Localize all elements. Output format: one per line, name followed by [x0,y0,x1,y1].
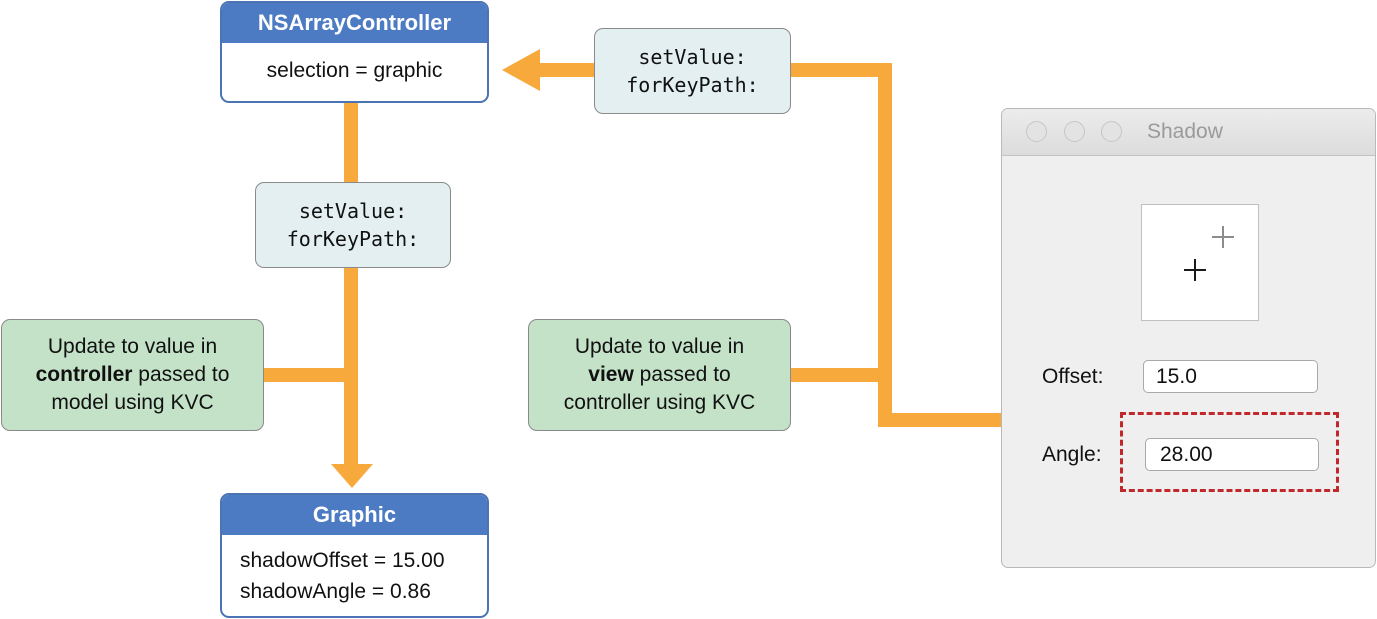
method-box-model: setValue: forKeyPath: [255,182,451,268]
method-setvalue: setValue: [298,199,408,223]
shadow-preview[interactable] [1141,204,1259,321]
connector-vertical-right [878,63,892,427]
connector-controller-to-model [344,102,358,464]
note-line-2: view passed to [588,361,730,389]
graphic-shadow-offset: shadowOffset = 15.00 [240,549,445,572]
note-line-2-rest: passed to [633,363,731,386]
angle-field-highlight [1120,412,1339,492]
connector-note-view [790,368,885,382]
angle-label: Angle: [1042,443,1102,466]
controller-title: NSArrayController [222,3,487,43]
arrowhead-left [502,49,540,91]
minimize-window-button[interactable] [1064,121,1085,142]
crosshair-icon [1212,226,1234,248]
note-emphasis: view [588,363,634,386]
arrowhead-down [331,464,373,488]
note-controller-to-model: Update to value in controller passed to … [1,319,264,431]
note-line-3: controller using KVC [563,391,756,414]
offset-field[interactable]: 15.0 [1143,360,1318,393]
close-window-button[interactable] [1026,121,1047,142]
connector-note-controller [263,368,351,382]
graphic-properties: shadowOffset = 15.00 shadowAngle = 0.86 [222,535,487,607]
zoom-window-button[interactable] [1101,121,1122,142]
note-line-1: Update to value in [574,335,745,358]
controller-box: NSArrayController selection = graphic [220,1,489,103]
method-forkeypath: forKeyPath: [626,73,759,97]
window-title: Shadow [1147,120,1223,143]
note-line-3: model using KVC [51,391,214,414]
shadow-window: Shadow Offset: 15.0 Angle: 28.00 [1001,108,1376,568]
angle-field[interactable]: 28.00 [1145,438,1319,471]
method-box-controller: setValue: forKeyPath: [594,28,791,114]
graphic-box: Graphic shadowOffset = 15.00 shadowAngle… [220,493,489,618]
crosshair-icon [1184,259,1206,281]
note-line-2: controller passed to [36,361,230,389]
controller-selection: selection = graphic [266,59,443,82]
note-emphasis: controller [35,363,133,386]
window-titlebar[interactable]: Shadow [1002,109,1375,156]
graphic-title: Graphic [222,495,487,535]
note-line-2-rest: passed to [132,363,230,386]
method-forkeypath: forKeyPath: [286,227,420,251]
graphic-shadow-angle: shadowAngle = 0.86 [240,580,431,603]
note-line-1: Update to value in [47,335,218,358]
method-setvalue: setValue: [638,45,747,69]
offset-label: Offset: [1042,365,1104,388]
note-view-to-controller: Update to value in view passed to contro… [528,319,791,431]
